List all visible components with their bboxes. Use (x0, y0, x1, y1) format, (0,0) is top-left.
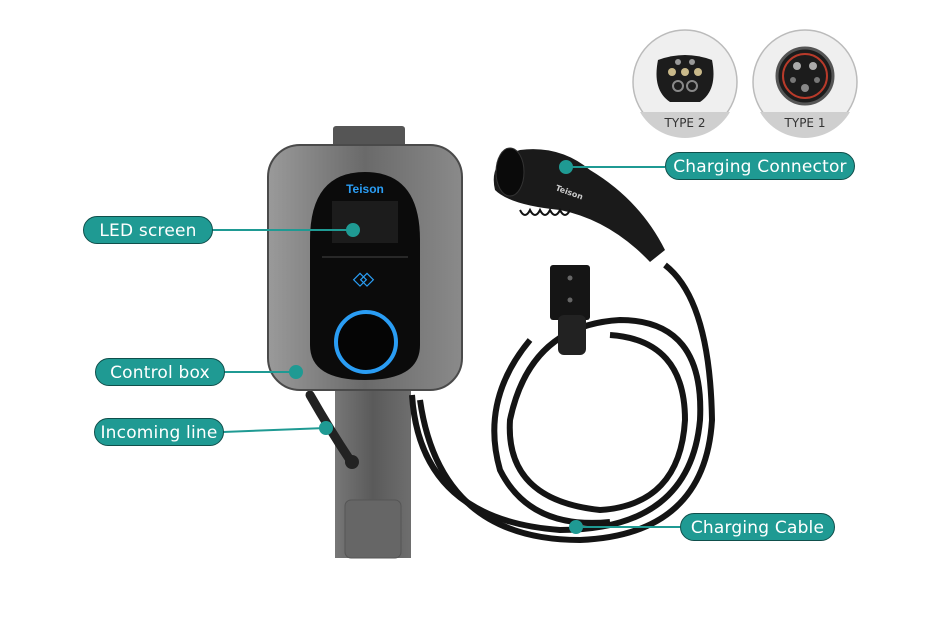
callout-incoming-line: Incoming line (94, 418, 224, 446)
control-box: Teison (267, 144, 463, 391)
type2-connector-icon (632, 29, 738, 138)
callout-charging-connector: Charging Connector (665, 152, 855, 180)
brand-logo: Teison (346, 182, 384, 196)
callout-charging-cable: Charging Cable (680, 513, 835, 541)
callout-control-box: Control box (95, 358, 225, 386)
type2-label: TYPE 2 (664, 116, 706, 130)
callout-led-screen: LED screen (83, 216, 213, 244)
type1-label: TYPE 1 (784, 116, 826, 130)
mounting-post (333, 126, 411, 559)
cable-hook (550, 265, 590, 355)
rfid-icon (352, 272, 375, 287)
type1-connector-icon (752, 29, 858, 138)
charge-ring (334, 310, 398, 374)
leader-lines (212, 160, 680, 534)
charging-connector: Teison (493, 147, 665, 262)
led-screen (332, 201, 398, 243)
